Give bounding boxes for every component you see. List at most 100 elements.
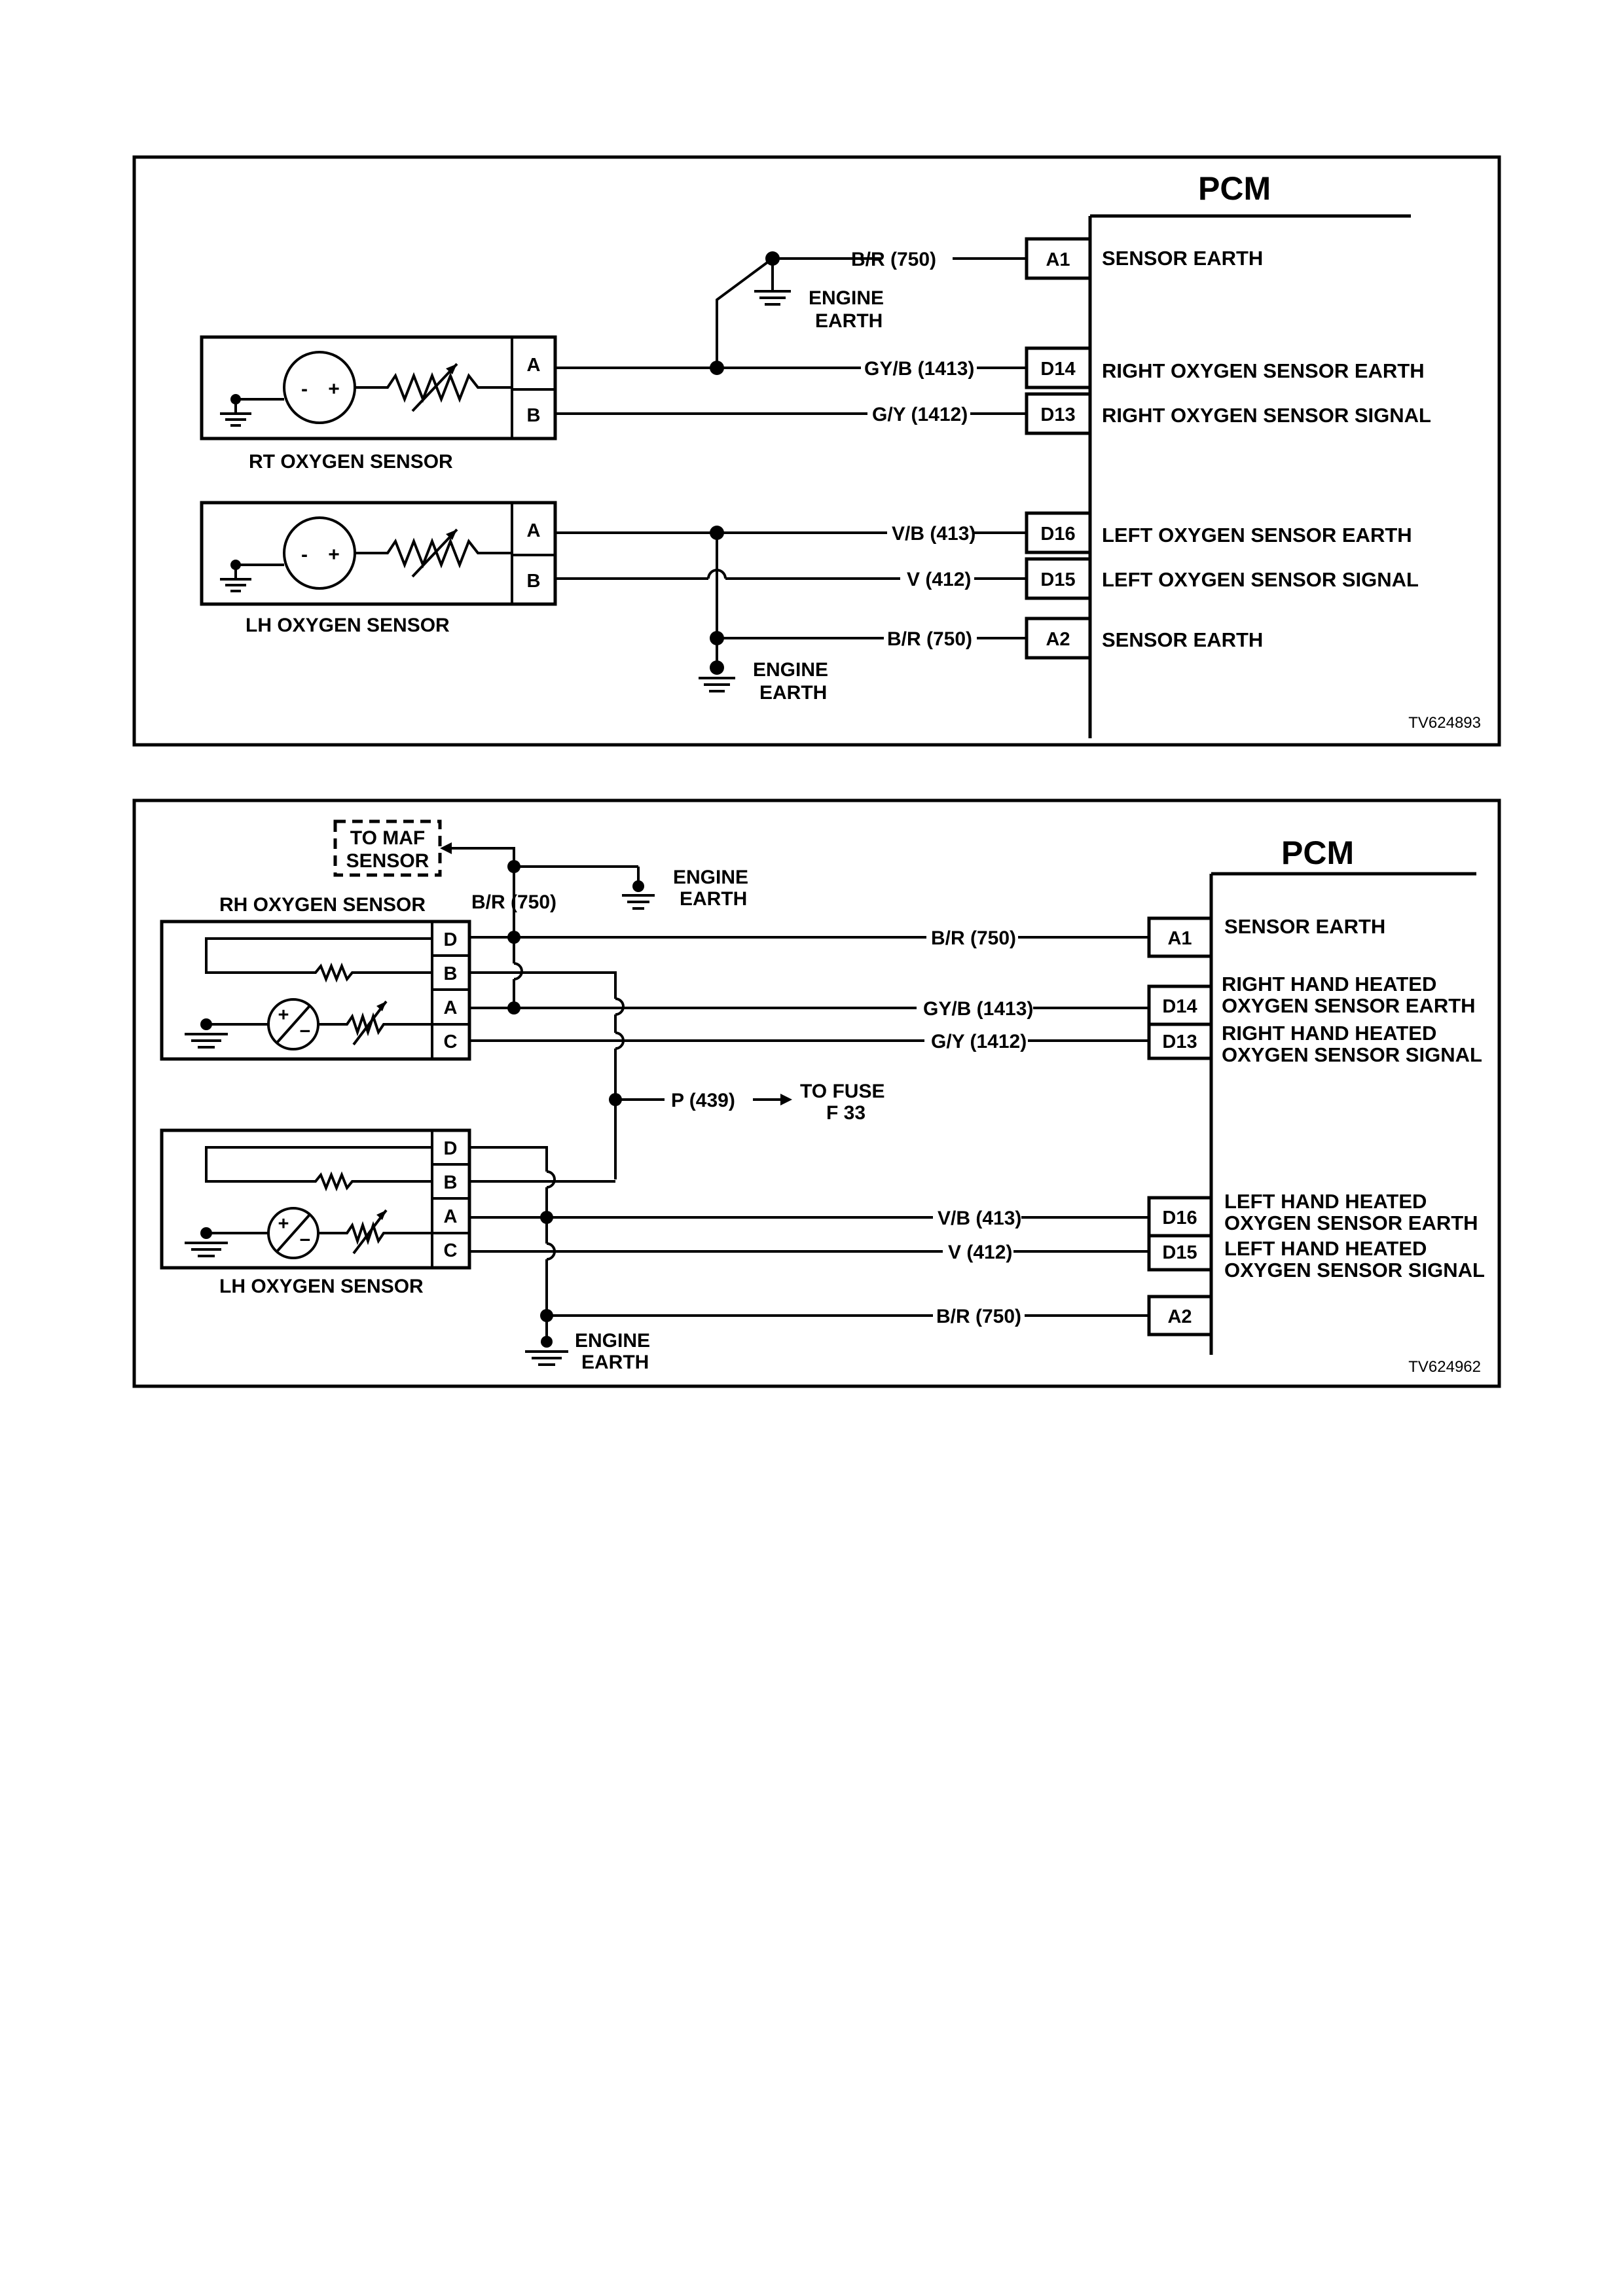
signal-label: OXYGEN SENSOR EARTH: [1222, 994, 1476, 1017]
lh-sensor-label-1: LH OXYGEN SENSOR: [246, 615, 450, 636]
rt-pin-a: A: [527, 355, 541, 376]
rt-resistor-icon: [355, 372, 512, 403]
pcm-pin: D13: [1162, 1031, 1197, 1052]
wire-label: G/Y (1412): [931, 1031, 1027, 1052]
arrow-icon: [440, 842, 452, 854]
lh-sensor-label-2: LH OXYGEN SENSOR: [219, 1276, 424, 1297]
rt-sensor-label: RT OXYGEN SENSOR: [249, 451, 453, 473]
wire-label: P (439): [671, 1090, 735, 1111]
rh-oxygen-sensor: D B A C + −: [160, 920, 471, 1061]
pcm-pin: D16: [1040, 524, 1075, 545]
svg-text:A: A: [444, 997, 458, 1018]
diagram-1-frame: [132, 155, 1501, 747]
svg-text:−: −: [300, 1021, 311, 1042]
lh-oxygen-sensor-1: A B - +: [200, 501, 557, 606]
wire-label: V (412): [907, 569, 971, 590]
lh1-pin-b: B: [527, 571, 541, 592]
signal-label: LEFT OXYGEN SENSOR SIGNAL: [1102, 568, 1419, 591]
svg-text:SENSOR: SENSOR: [346, 850, 429, 872]
pcm-pin: A2: [1167, 1306, 1192, 1327]
pcm-pin: D15: [1162, 1242, 1197, 1263]
lh-oxygen-sensor-2: D B A C + −: [160, 1128, 471, 1270]
svg-text:B: B: [444, 963, 458, 984]
svg-text:ENGINE: ENGINE: [753, 659, 828, 681]
svg-text:+: +: [278, 1005, 289, 1026]
pcm-pin: D16: [1162, 1208, 1197, 1229]
rt-pin-b: B: [527, 405, 541, 426]
pcm-title-2: PCM: [1281, 834, 1354, 871]
svg-text:A: A: [444, 1206, 458, 1227]
svg-text:+: +: [278, 1213, 289, 1234]
lh-sensor-body-2: [160, 1128, 471, 1270]
signal-label: LEFT OXYGEN SENSOR EARTH: [1102, 524, 1412, 547]
svg-text:−: −: [300, 1230, 311, 1251]
signal-label: SENSOR EARTH: [1102, 247, 1263, 270]
signal-label: OXYGEN SENSOR EARTH: [1224, 1211, 1478, 1234]
svg-text:+: +: [328, 378, 340, 400]
signal-label: SENSOR EARTH: [1224, 915, 1385, 938]
svg-text:D: D: [444, 1138, 458, 1159]
wire-label: GY/B (1413): [864, 358, 974, 380]
svg-text:TO MAF: TO MAF: [350, 827, 425, 849]
rh-sensor-label: RH OXYGEN SENSOR: [219, 894, 426, 916]
signal-label: SENSOR EARTH: [1102, 628, 1263, 651]
wire-label: B/R (750): [936, 1306, 1021, 1327]
diagram-code-2: TV624962: [1408, 1358, 1481, 1376]
signal-label: LEFT HAND HEATED: [1224, 1237, 1427, 1260]
wire-label: V/B (413): [892, 523, 976, 545]
wire-label: V/B (413): [938, 1208, 1021, 1229]
svg-text:-: -: [301, 378, 308, 400]
pcm-pin: D14: [1162, 996, 1197, 1017]
heater-icon: [205, 937, 432, 983]
svg-text:ENGINE: ENGINE: [575, 1330, 650, 1352]
svg-text:C: C: [444, 1240, 458, 1261]
signal-label: RIGHT OXYGEN SENSOR SIGNAL: [1102, 404, 1431, 427]
signal-label: RIGHT HAND HEATED: [1222, 1022, 1436, 1045]
pcm-title-1: PCM: [1198, 170, 1271, 207]
rh-sensor-body: [160, 920, 471, 1061]
wire-label: GY/B (1413): [923, 998, 1033, 1020]
signal-label: RIGHT OXYGEN SENSOR EARTH: [1102, 359, 1425, 382]
svg-text:+: +: [328, 544, 340, 565]
rh-variable-resistor-icon: [318, 1012, 432, 1037]
lh1-resistor-icon: [355, 537, 512, 569]
svg-text:ENGINE: ENGINE: [673, 867, 748, 888]
rt-oxygen-sensor: A B - +: [200, 335, 557, 440]
diagram-1: PCM A B - + RT OXYGEN SENSOR: [132, 155, 1501, 747]
diagram-2: PCM TO MAF SENSOR ENGINE EARTH B/R (750)…: [132, 798, 1501, 1388]
heater-icon: [205, 1146, 432, 1192]
pcm-pin: A2: [1046, 629, 1070, 650]
signal-label: LEFT HAND HEATED: [1224, 1190, 1427, 1213]
signal-label: OXYGEN SENSOR SIGNAL: [1222, 1043, 1482, 1066]
wire-label: V (412): [948, 1242, 1012, 1263]
lh2-variable-resistor-icon: [318, 1221, 432, 1246]
wire-label: B/R (750): [851, 249, 936, 270]
pcm-pin: D13: [1040, 404, 1075, 425]
svg-text:B: B: [444, 1172, 458, 1193]
wire-label: G/Y (1412): [872, 404, 968, 425]
wire-label: B/R (750): [887, 628, 972, 650]
signal-label: RIGHT HAND HEATED: [1222, 973, 1436, 996]
pcm-pin: A1: [1046, 249, 1070, 270]
lh1-pin-a: A: [527, 520, 541, 541]
wire-label: B/R (750): [471, 891, 556, 913]
svg-text:EARTH: EARTH: [759, 682, 827, 704]
pcm-pin: D15: [1040, 569, 1075, 590]
svg-text:TO FUSE: TO FUSE: [800, 1081, 884, 1102]
svg-text:F 33: F 33: [826, 1102, 866, 1124]
svg-text:C: C: [444, 1031, 458, 1052]
pcm-pin: A1: [1167, 928, 1192, 949]
svg-text:EARTH: EARTH: [815, 310, 883, 332]
diagram-code-1: TV624893: [1408, 714, 1481, 732]
maf-sensor-box: [333, 819, 442, 877]
svg-text:D: D: [444, 929, 458, 950]
svg-text:ENGINE: ENGINE: [809, 287, 884, 309]
wire-label: B/R (750): [931, 927, 1016, 949]
diagram-2-frame: [132, 798, 1501, 1388]
signal-label: OXYGEN SENSOR SIGNAL: [1224, 1259, 1485, 1282]
pcm-pin: D14: [1040, 359, 1075, 380]
svg-text:-: -: [301, 544, 308, 565]
arrow-icon: [780, 1094, 792, 1105]
svg-text:EARTH: EARTH: [680, 888, 747, 910]
